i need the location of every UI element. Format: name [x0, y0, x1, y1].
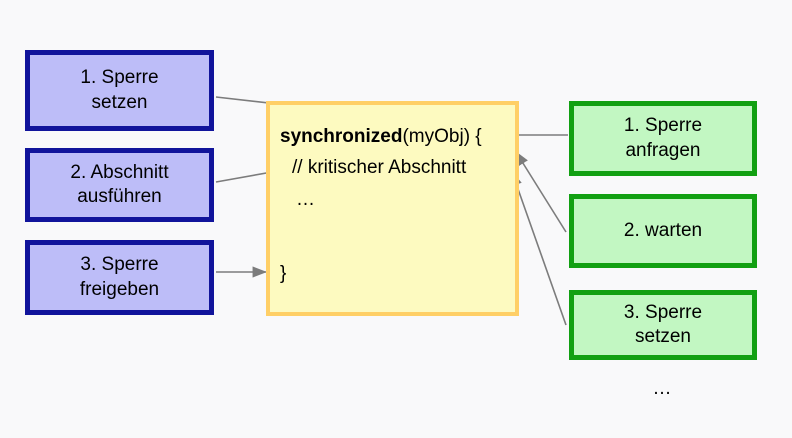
step-box-lock-set-line2: setzen [91, 91, 148, 113]
step-box-lock-release-line1: 3. Sperre [80, 254, 159, 276]
step-box-execute-section-line1: 2. Abschnitt [70, 161, 169, 183]
step-box-execute-section[interactable]: 2. Abschnitt ausführen [25, 148, 214, 222]
step-box-lock-set[interactable]: 1. Sperre setzen [25, 50, 214, 131]
jvm-box-request-lock-line1: 1. Sperre [623, 115, 703, 137]
connector-wait-to-code [515, 151, 567, 233]
code-block-synchronized: synchronized(myObj) { // kritischer Absc… [266, 101, 519, 316]
step-box-lock-release[interactable]: 3. Sperre freigeben [25, 240, 214, 315]
code-line-comment: // kritischer Abschnitt [292, 157, 467, 178]
jvm-box-request-lock[interactable]: 1. Sperre anfragen [569, 101, 757, 176]
jvm-box-wait-line1: 2. warten [623, 219, 703, 241]
code-signature-args: (myObj) { [402, 126, 482, 147]
jvm-box-set-lock[interactable]: 3. Sperre setzen [569, 290, 757, 360]
jvm-box-set-lock-line1: 3. Sperre [623, 301, 703, 323]
jvm-box-set-lock-line2: setzen [635, 326, 691, 347]
code-line-ellipsis: … [296, 189, 317, 210]
code-keyword-synchronized: synchronized [280, 126, 403, 147]
jvm-box-wait[interactable]: 2. warten [569, 194, 757, 268]
code-line-signature: synchronized(myObj) { [280, 126, 482, 148]
jvm-column-trailing-ellipsis: … [652, 378, 674, 399]
step-box-lock-release-line2: freigeben [79, 278, 160, 300]
jvm-box-request-lock-line2: anfragen [625, 139, 701, 161]
code-line-closing-brace: } [280, 263, 287, 284]
connector-set-lock-to-code [511, 171, 567, 326]
step-box-lock-set-line1: 1. Sperre [80, 67, 159, 89]
step-box-execute-section-line2: ausführen [77, 186, 162, 207]
